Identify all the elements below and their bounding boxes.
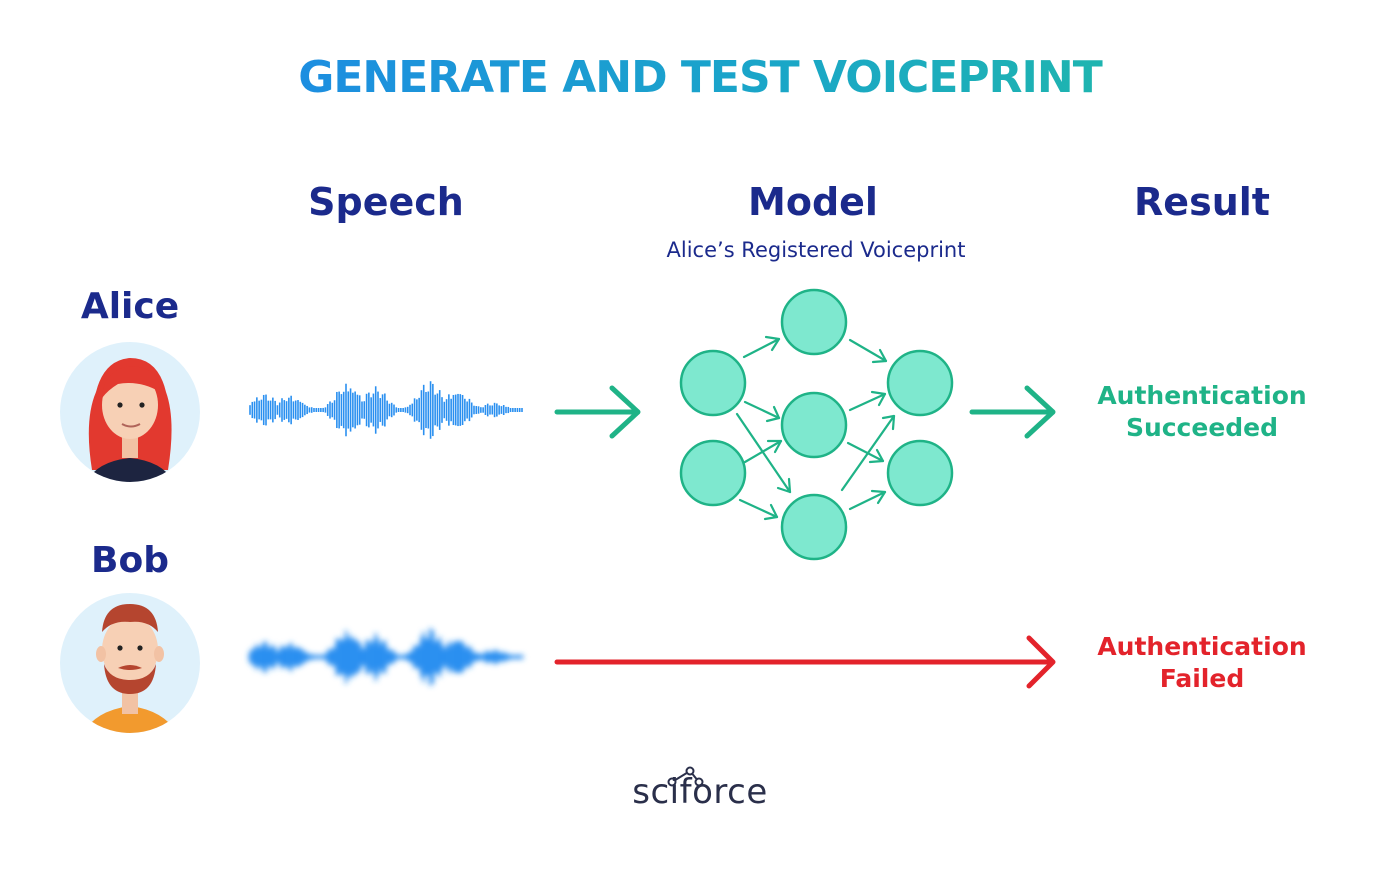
alice-to-model-arrow-icon — [554, 385, 641, 439]
bob-failed-arrow-icon — [554, 635, 1056, 689]
page-title: GENERATE AND TEST VOICEPRINT — [0, 52, 1400, 103]
model-to-result-arrow-icon — [969, 385, 1056, 439]
neural-network-icon — [679, 288, 954, 561]
alice-waveform-icon — [249, 381, 523, 439]
bob-result-line2: Failed — [1159, 664, 1245, 693]
bob-waveform-icon — [248, 628, 524, 686]
sciforce-logo-icon — [667, 766, 704, 787]
alice-result-line1: Authentication — [1097, 381, 1307, 410]
alice-result-line2: Succeeded — [1125, 413, 1279, 442]
bob-avatar-icon — [60, 593, 200, 733]
result-column-header: Result — [1134, 180, 1270, 224]
model-column-header: Model — [748, 180, 878, 224]
bob-result-line1: Authentication — [1097, 632, 1307, 661]
alice-result: Authentication Succeeded — [1052, 380, 1352, 444]
speech-column-header: Speech — [308, 180, 464, 224]
alice-name: Alice — [80, 286, 180, 327]
bob-name: Bob — [91, 540, 169, 581]
alice-avatar-icon — [60, 342, 200, 482]
bob-result: Authentication Failed — [1052, 631, 1352, 695]
model-subtitle: Alice’s Registered Voiceprint — [666, 238, 966, 262]
sciforce-logo: sciforce — [632, 772, 768, 812]
